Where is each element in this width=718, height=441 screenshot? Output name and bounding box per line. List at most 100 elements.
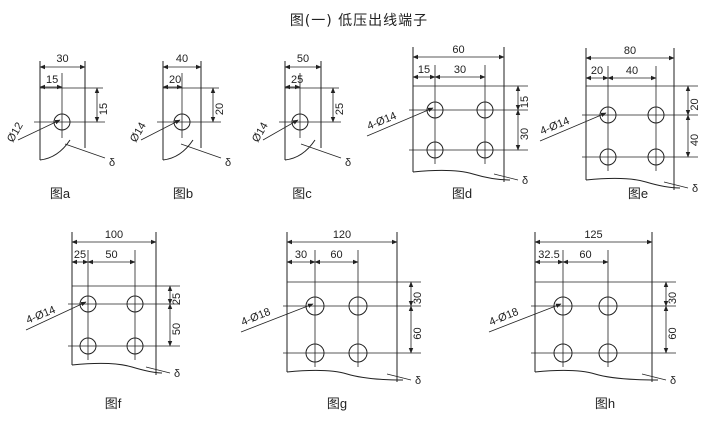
delta-label: δ	[522, 175, 528, 187]
figure-caption: 图h	[595, 396, 615, 411]
dim-pitch-label: 50	[105, 249, 117, 261]
hole-leader	[262, 119, 299, 141]
figure-caption: 图g	[327, 396, 347, 411]
hole-leader	[140, 119, 181, 141]
terminal-hole-1	[599, 106, 617, 124]
dim-vertical-2-label: 30	[519, 128, 531, 140]
hole-label: 4-Ø18	[487, 306, 520, 329]
figure-caption: 图d	[452, 186, 472, 201]
terminal-hole	[53, 113, 71, 131]
terminal-hole-3	[426, 141, 444, 159]
dim-pitch-label: 60	[579, 249, 591, 261]
terminal-hole-4	[126, 337, 144, 355]
terminal-hole-2	[348, 296, 368, 316]
dim-vertical-1-label: 30	[667, 292, 679, 304]
dim-vertical-label: 15	[98, 103, 110, 115]
dim-vertical-1-label: 15	[519, 96, 531, 108]
terminal-hole-2	[476, 101, 494, 119]
dim-vertical-2-label: 60	[412, 327, 424, 339]
terminal-hole-1	[553, 296, 573, 316]
delta-label: δ	[109, 157, 115, 169]
delta-leader	[493, 173, 519, 181]
terminal-hole	[173, 113, 191, 131]
break-line	[284, 139, 316, 161]
break-line	[39, 139, 71, 161]
hole-label: 4-Ø14	[365, 110, 398, 133]
delta-leader	[145, 366, 171, 374]
delta-leader	[300, 143, 342, 159]
hole-label: Ø12	[5, 120, 26, 144]
delta-label: δ	[670, 375, 676, 387]
dim-offset-label: 30	[295, 249, 307, 261]
figure-caption: 图c	[292, 186, 312, 201]
terminal-hole-4	[598, 343, 618, 363]
hole-leader	[488, 303, 562, 333]
figure-caption: 图f	[105, 396, 122, 411]
delta-label: δ	[225, 157, 231, 169]
dim-pitch-label: 60	[330, 249, 342, 261]
hole-leader	[17, 119, 61, 141]
dim-overall-label: 60	[452, 44, 464, 56]
delta-label: δ	[415, 375, 421, 387]
dim-offset-label: 15	[46, 74, 58, 86]
break-line	[71, 362, 163, 374]
dim-overall-label: 125	[584, 229, 602, 241]
dim-vertical-1-label: 20	[689, 98, 701, 110]
dim-offset-label: 20	[591, 65, 603, 77]
dim-vertical-2-label: 60	[667, 327, 679, 339]
hole-leader	[366, 107, 434, 137]
terminal-hole-4	[647, 148, 665, 166]
dim-offset-label: 20	[169, 74, 181, 86]
terminal-hole	[291, 113, 309, 131]
hole-label: 4-Ø14	[538, 115, 571, 138]
hole-leader	[240, 303, 314, 333]
dim-vertical-2-label: 40	[689, 134, 701, 146]
terminal-hole-3	[599, 148, 617, 166]
break-line	[534, 369, 659, 381]
dim-overall-label: 120	[333, 229, 351, 241]
delta-leader	[64, 143, 106, 159]
break-line	[162, 139, 194, 161]
delta-label: δ	[345, 157, 351, 169]
dim-offset-label: 32.5	[538, 249, 559, 261]
hole-label: Ø14	[250, 120, 271, 144]
dim-vertical-1-label: 30	[412, 292, 424, 304]
figure-caption: 图e	[628, 186, 648, 201]
terminal-hole-2	[647, 106, 665, 124]
hole-leader	[25, 301, 87, 331]
dim-overall-label: 80	[624, 45, 636, 57]
dim-overall-label: 30	[56, 53, 68, 65]
terminal-hole-1	[305, 296, 325, 316]
page-title: 图(一) 低压出线端子	[289, 13, 429, 29]
delta-leader	[386, 373, 412, 381]
figure-caption: 图a	[50, 186, 71, 201]
dim-vertical-1-label: 25	[171, 293, 183, 305]
terminal-hole-2	[598, 296, 618, 316]
dim-overall-label: 40	[176, 53, 188, 65]
terminal-hole-3	[553, 343, 573, 363]
delta-label: δ	[692, 183, 698, 195]
figure-caption: 图b	[173, 186, 193, 201]
dim-vertical-label: 20	[214, 103, 226, 115]
terminal-hole-1	[426, 101, 444, 119]
hole-label: Ø14	[128, 120, 149, 144]
dim-overall-label: 50	[297, 53, 309, 65]
terminal-hole-4	[348, 343, 368, 363]
break-line	[286, 369, 404, 381]
break-line	[585, 177, 681, 189]
terminal-hole-2	[126, 295, 144, 313]
terminal-hole-4	[476, 141, 494, 159]
delta-leader	[180, 143, 222, 159]
figure-h: 125 32.5 60 30 60 4-Ø18 δ 图h	[487, 229, 679, 411]
terminal-hole-3	[305, 343, 325, 363]
dim-offset-label: 25	[291, 74, 303, 86]
terminal-hole-3	[79, 337, 97, 355]
dim-vertical-label: 25	[334, 103, 346, 115]
delta-leader	[641, 373, 667, 381]
